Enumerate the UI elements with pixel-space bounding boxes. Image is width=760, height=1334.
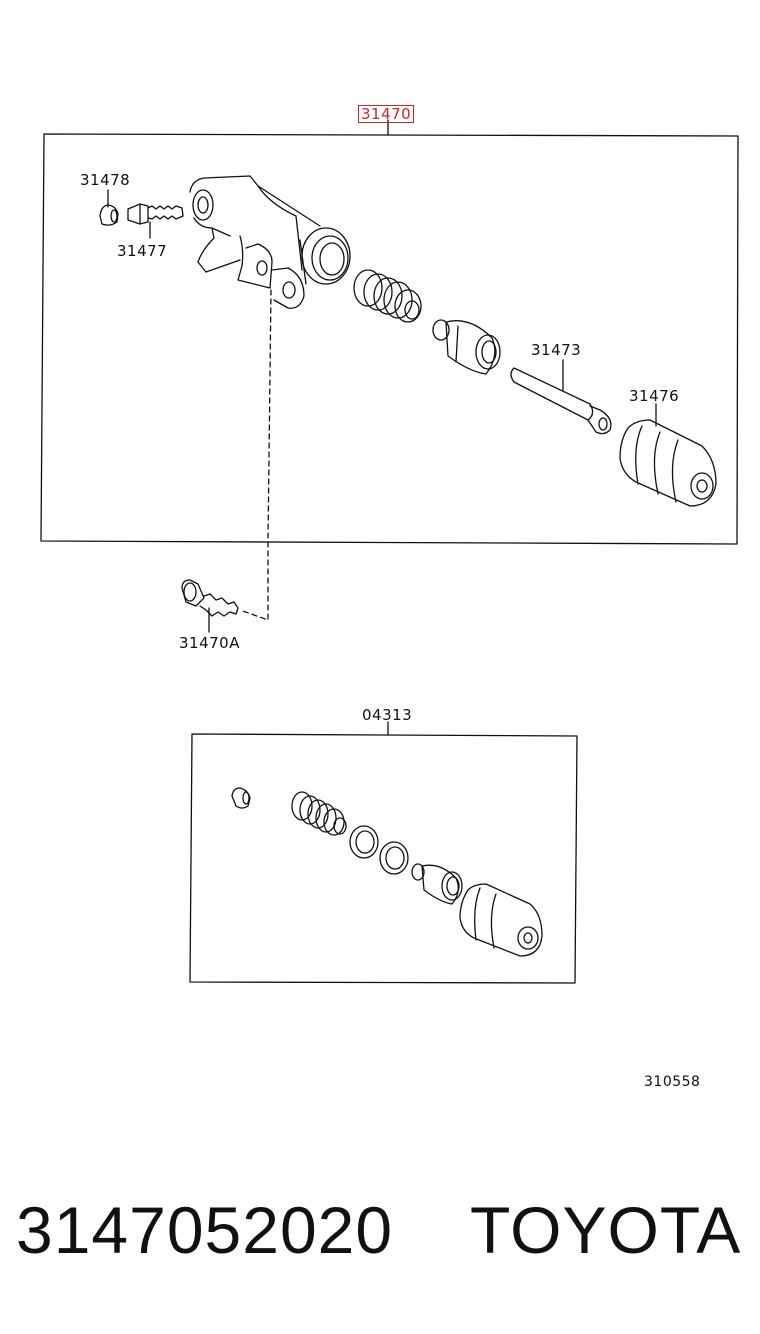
kit-seal-ring-2 <box>379 841 409 875</box>
brand-name: TOYOTA <box>470 1193 742 1267</box>
callout-31478[interactable]: 31478 <box>80 171 131 189</box>
callout-04313[interactable]: 04313 <box>362 706 413 724</box>
callout-31470[interactable]: 31470 <box>358 105 415 123</box>
bleeder-cap-31478 <box>99 189 119 226</box>
callout-31470a[interactable]: 31470A <box>179 634 240 652</box>
bleeder-plug-31477 <box>127 203 184 239</box>
kit-seal-ring-1 <box>349 825 379 859</box>
spring <box>353 269 422 323</box>
callout-31476[interactable]: 31476 <box>629 387 680 405</box>
callout-31473[interactable]: 31473 <box>531 341 582 359</box>
illustration-number: 310558 <box>644 1074 701 1090</box>
kit-bleeder-cap <box>231 787 251 809</box>
boot-31476 <box>619 403 717 507</box>
callout-31477[interactable]: 31477 <box>117 242 168 260</box>
kit-spring <box>291 791 347 836</box>
kit-boot <box>459 883 543 957</box>
push-rod-31473 <box>510 359 612 435</box>
kit-piston <box>411 863 463 905</box>
piston <box>432 319 501 375</box>
repair-kit-frame <box>189 721 578 984</box>
mounting-leader <box>239 289 272 621</box>
bolt-31470a <box>181 579 239 633</box>
part-number-title: 3147052020 <box>16 1193 394 1267</box>
cylinder-body <box>189 175 351 309</box>
